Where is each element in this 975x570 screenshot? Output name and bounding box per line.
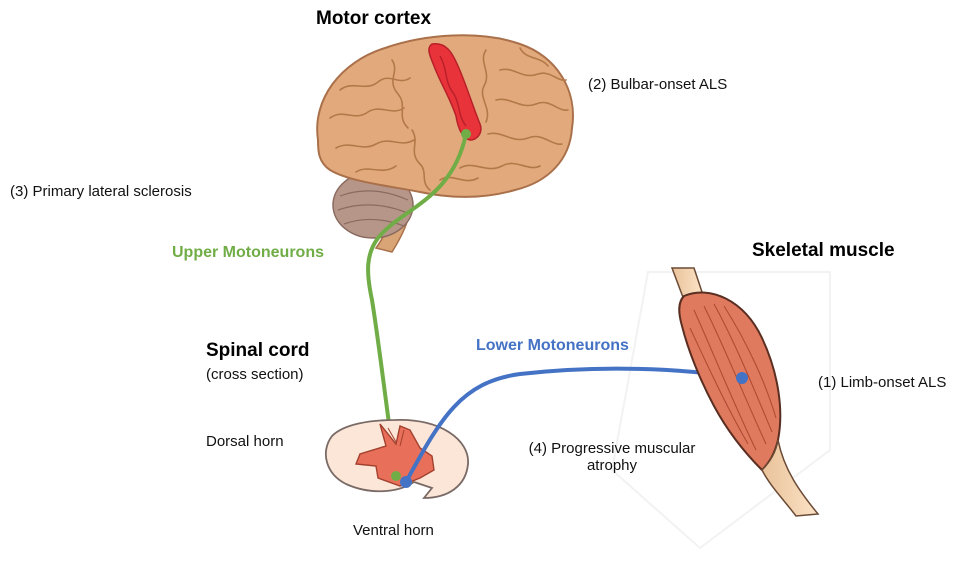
lower-motoneuron-soma <box>400 476 412 488</box>
upper-motoneurons-label: Upper Motoneurons <box>172 244 324 262</box>
lower-motoneurons-label: Lower Motoneurons <box>476 337 629 355</box>
spinal-cord-cross-section <box>326 420 468 498</box>
upper-motoneuron-terminal <box>391 471 401 481</box>
neuromuscular-junction <box>736 372 748 384</box>
ventral-horn-label: Ventral horn <box>353 522 434 539</box>
progressive-muscular-atrophy-label: (4) Progressive muscular atrophy <box>512 440 712 474</box>
bulbar-onset-label: (2) Bulbar-onset ALS <box>588 76 727 93</box>
skeletal-muscle-label: Skeletal muscle <box>752 240 895 262</box>
spinal-cord-label: Spinal cord <box>206 340 309 362</box>
primary-lateral-sclerosis-label: (3) Primary lateral sclerosis <box>10 183 192 200</box>
progressive-line-1: (4) Progressive muscular <box>512 440 712 457</box>
limb-onset-label: (1) Limb-onset ALS <box>818 374 946 391</box>
skeletal-muscle <box>672 268 818 516</box>
motor-cortex-label: Motor cortex <box>316 8 431 30</box>
cross-section-label: (cross section) <box>206 366 304 383</box>
progressive-line-2: atrophy <box>512 457 712 474</box>
dorsal-horn-label: Dorsal horn <box>206 433 284 450</box>
brain <box>317 35 573 252</box>
